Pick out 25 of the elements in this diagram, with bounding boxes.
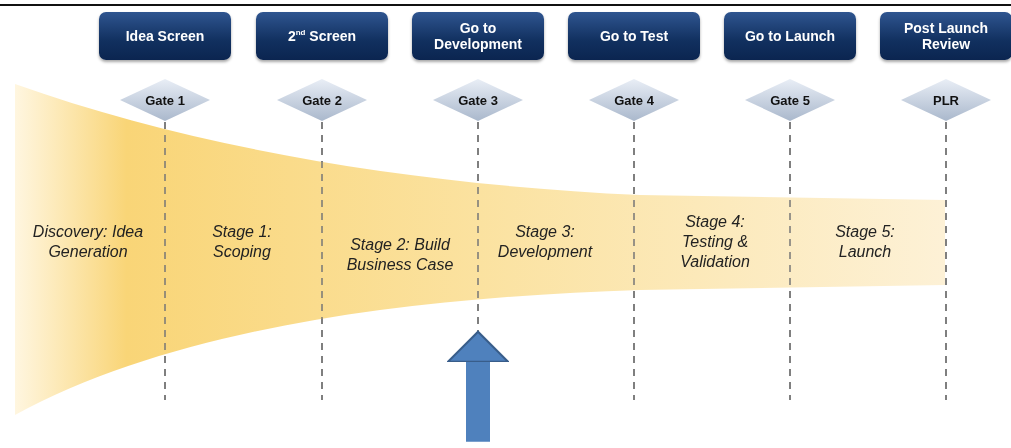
gate-label: Gate 2 bbox=[302, 92, 342, 108]
stage-label: Stage 1: Scoping bbox=[186, 222, 298, 262]
stage-label: Stage 2: Build Business Case bbox=[344, 235, 456, 275]
gate-label: Gate 4 bbox=[614, 92, 654, 108]
gate-decision-label: Go to Development bbox=[412, 12, 544, 60]
stage-label: Discovery: Idea Generation bbox=[32, 222, 144, 262]
gate-label: Gate 3 bbox=[458, 92, 498, 108]
gate-diamond bbox=[744, 78, 836, 122]
stage-label: Stage 3: Development bbox=[489, 222, 601, 262]
gate-diamond bbox=[276, 78, 368, 122]
gate-label: PLR bbox=[933, 92, 959, 108]
gate-decision-label: 2$^{nd}$ Screen bbox=[256, 12, 388, 60]
gate-decision-label: Go to Launch bbox=[724, 12, 856, 60]
gate-decision-label: Go to Test bbox=[568, 12, 700, 60]
gate-diamond bbox=[588, 78, 680, 122]
gate-decision-label: Post Launch Review bbox=[880, 12, 1011, 60]
gate-diamond bbox=[119, 78, 211, 122]
gate-diamond bbox=[432, 78, 524, 122]
gate-diamond bbox=[900, 78, 992, 122]
block-arrow bbox=[447, 330, 509, 442]
gate-decision-label: Idea Screen bbox=[99, 12, 231, 60]
stage-label: Stage 5: Launch bbox=[809, 222, 921, 262]
gate-label: Gate 1 bbox=[145, 92, 185, 108]
gate-label: Gate 5 bbox=[770, 92, 810, 108]
stage-label: Stage 4: Testing & Validation bbox=[659, 212, 771, 272]
